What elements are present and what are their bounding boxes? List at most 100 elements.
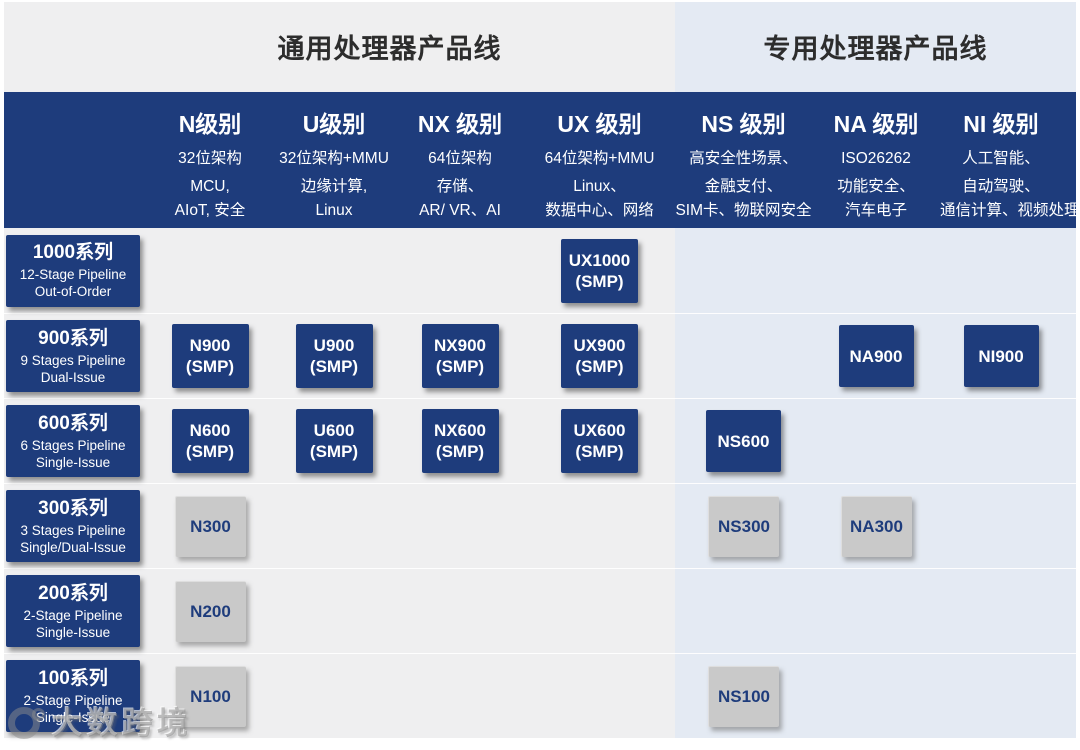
matrix-cell	[940, 399, 1076, 483]
chip-label: N200	[190, 601, 231, 621]
matrix-cell	[940, 654, 1076, 738]
series-title: 600系列	[38, 412, 108, 434]
chip-N600: N600 (SMP)	[171, 409, 249, 473]
series-subtitle: Out-of-Order	[34, 284, 112, 299]
chip-U600: U600 (SMP)	[295, 409, 373, 473]
column-subtitle: 32位架构+MMU	[279, 150, 389, 167]
chip-label: NA300	[850, 516, 903, 536]
column-subtitle: 汽车电子	[844, 202, 907, 219]
matrix-cell	[524, 654, 675, 738]
column-subtitle: 高安全性场景、	[689, 150, 798, 167]
column-subtitle: 存储、	[436, 178, 484, 195]
column-subtitle: Linux	[315, 202, 353, 219]
column-subtitle: 通信计算、视频处理	[940, 202, 1080, 219]
chip-label: N600	[189, 421, 231, 440]
matrix-cell	[524, 484, 675, 568]
chip-sub: (SMP)	[435, 442, 485, 461]
chip-label: UX900	[573, 336, 626, 355]
chip-label: NS100	[718, 686, 770, 706]
section-title-general: 通用处理器产品线	[277, 33, 502, 64]
column-subtitle: 自动驾驶、	[962, 178, 1040, 195]
column-subtitle: 32位架构	[178, 150, 242, 167]
column-title: NA 级别	[833, 111, 919, 137]
matrix-cell	[940, 228, 1076, 313]
column-header-NI: NI 级别人工智能、自动驾驶、通信计算、视频处理	[940, 92, 1080, 228]
matrix-cell: UX600(SMP)	[524, 399, 675, 483]
chip-label: UX600	[573, 421, 626, 440]
column-subtitle: AR/ VR、AI	[419, 202, 501, 219]
chip-UX900: UX900 (SMP)	[561, 324, 638, 388]
series-title: 300系列	[38, 497, 108, 519]
series-title: 1000系列	[32, 242, 114, 263]
chip-label: UX1000	[568, 250, 631, 270]
chip-UX600: UX600(SMP)	[561, 409, 638, 473]
series-subtitle: 2-Stage Pipeline	[23, 692, 123, 708]
matrix-cell	[272, 228, 396, 313]
chip-N200: N200	[174, 580, 246, 642]
section-title-special: 专用处理器产品线	[763, 33, 988, 64]
matrix-cell	[812, 569, 940, 653]
matrix-cell	[675, 228, 812, 313]
matrix-cell: NS600	[675, 399, 812, 483]
matrix-cell: N600 (SMP)	[148, 399, 272, 483]
matrix-cell: N100	[148, 654, 272, 738]
chip-label: U600	[313, 421, 355, 440]
series-subtitle: Single-Issue	[35, 709, 111, 725]
chip-NI900: NI900	[963, 325, 1039, 387]
section-titles: 通用处理器产品线 专用处理器产品线	[4, 2, 1076, 90]
chip-label: NS300	[718, 516, 770, 536]
matrix-cell	[675, 314, 812, 398]
matrix-cell: NX900(SMP)	[396, 314, 524, 398]
matrix-cell	[812, 399, 940, 483]
chip-sub: (SMP)	[185, 442, 235, 461]
matrix-cell: UX900 (SMP)	[524, 314, 675, 398]
column-subtitle: AIoT, 安全	[174, 202, 246, 219]
column-subtitle: 边缘计算,	[300, 178, 368, 195]
chip-label: NS600	[717, 431, 770, 451]
watermark-logo-icon	[8, 707, 45, 739]
series-subtitle: 9 Stages Pipeline	[20, 352, 126, 368]
chip-NX600: NX600(SMP)	[421, 409, 499, 473]
chip-NA300: NA300	[840, 495, 912, 557]
chip-label: N300	[190, 516, 231, 536]
column-subtitle: ISO26262	[841, 150, 911, 167]
matrix-cell	[396, 228, 524, 313]
series-subtitle: Dual-Issue	[40, 369, 106, 385]
matrix-cell: N200	[148, 569, 272, 653]
chip-label: U900	[313, 336, 355, 355]
matrix-cell: NS100	[675, 654, 812, 738]
series-subtitle: Single-Issue	[35, 454, 111, 470]
chip-sub: (SMP)	[309, 442, 359, 461]
chip-sub: (SMP)	[575, 357, 624, 376]
matrix-cell	[396, 569, 524, 653]
chip-NA900: NA900	[838, 325, 914, 387]
column-title: UX 级别	[557, 111, 642, 137]
chip-sub: (SMP)	[185, 357, 235, 376]
chip-sub: (SMP)	[309, 357, 359, 376]
chip-sub: (SMP)	[435, 357, 485, 376]
series-subtitle: 6 Stages Pipeline	[20, 437, 126, 453]
matrix-cell: NX600(SMP)	[396, 399, 524, 483]
matrix-cell	[940, 569, 1076, 653]
chip-N300: N300	[174, 495, 246, 557]
matrix-cell	[272, 484, 396, 568]
matrix-cell: N900(SMP)	[148, 314, 272, 398]
matrix-cell: NA900	[812, 314, 940, 398]
chip-NS300: NS300	[708, 495, 779, 557]
